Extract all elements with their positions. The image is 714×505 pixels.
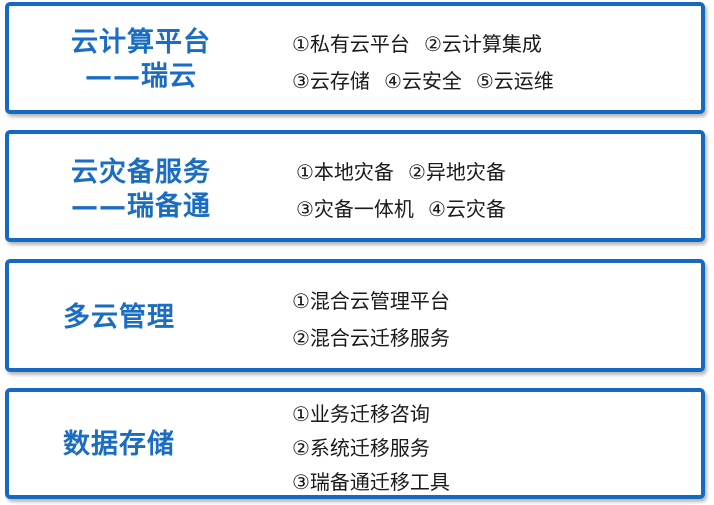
card-title: 数据存储: [39, 428, 199, 462]
card-title: 多云管理: [39, 301, 199, 335]
item-line: ③云存储 ④云安全 ⑤云运维: [292, 63, 554, 100]
card-items: ①私有云平台 ②云计算集成 ③云存储 ④云安全 ⑤云运维: [292, 26, 554, 100]
title-line: 云灾备服务: [71, 157, 211, 188]
item: ①业务迁移咨询: [292, 402, 430, 426]
item-line: ①业务迁移咨询: [292, 397, 450, 431]
card-title: 云灾备服务 ——瑞备通: [51, 156, 231, 224]
item: ①私有云平台: [292, 32, 410, 56]
item: ①混合云管理平台: [292, 289, 450, 313]
item: ②异地灾备: [407, 160, 506, 184]
item: ③瑞备通迁移工具: [292, 470, 450, 494]
item: ④云灾备: [427, 197, 506, 221]
card-title: 云计算平台 ——瑞云: [51, 26, 231, 94]
item: ②云计算集成: [423, 32, 542, 56]
item-line: ②系统迁移服务: [292, 431, 450, 465]
service-card-multi-cloud-management: 多云管理 ①混合云管理平台 ②混合云迁移服务: [5, 259, 705, 372]
item: ③灾备一体机: [296, 197, 414, 221]
item: ②系统迁移服务: [292, 436, 430, 460]
card-items: ①混合云管理平台 ②混合云迁移服务: [292, 283, 450, 357]
card-items: ①业务迁移咨询 ②系统迁移服务 ③瑞备通迁移工具: [292, 397, 450, 499]
item: ④云安全: [383, 69, 462, 93]
title-line: ——瑞云: [85, 61, 197, 92]
item: ⑤云运维: [475, 69, 554, 93]
item-line: ③瑞备通迁移工具: [292, 465, 450, 499]
item: ①本地灾备: [296, 160, 394, 184]
title-line: 云计算平台: [71, 27, 211, 58]
title-line: 数据存储: [63, 429, 175, 460]
item: ③云存储: [292, 69, 370, 93]
card-items: ①本地灾备 ②异地灾备 ③灾备一体机 ④云灾备: [296, 154, 506, 228]
item-line: ①私有云平台 ②云计算集成: [292, 26, 554, 63]
item-line: ②混合云迁移服务: [292, 320, 450, 357]
item-line: ③灾备一体机 ④云灾备: [296, 191, 506, 228]
title-line: 多云管理: [63, 302, 175, 333]
title-line: ——瑞备通: [71, 191, 211, 222]
service-card-cloud-disaster-recovery: 云灾备服务 ——瑞备通 ①本地灾备 ②异地灾备 ③灾备一体机 ④云灾备: [5, 130, 705, 242]
item: ②混合云迁移服务: [292, 326, 450, 350]
item-line: ①本地灾备 ②异地灾备: [296, 154, 506, 191]
service-card-cloud-platform: 云计算平台 ——瑞云 ①私有云平台 ②云计算集成 ③云存储 ④云安全 ⑤云运维: [5, 2, 705, 114]
item-line: ①混合云管理平台: [292, 283, 450, 320]
service-card-data-storage: 数据存储 ①业务迁移咨询 ②系统迁移服务 ③瑞备通迁移工具: [5, 388, 705, 499]
